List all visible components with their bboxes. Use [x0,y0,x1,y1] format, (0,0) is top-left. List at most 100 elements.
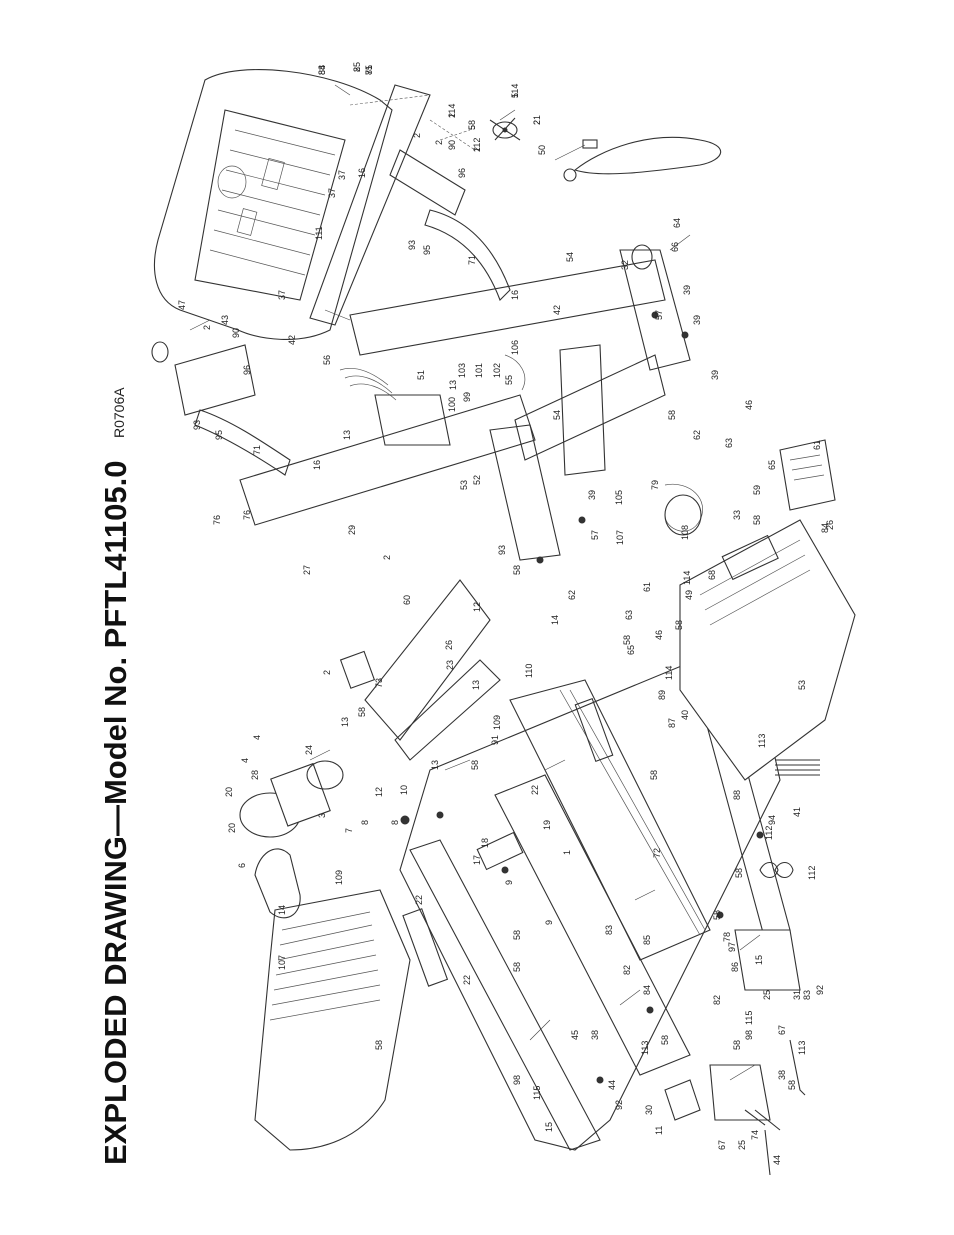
part-callout: 85 [642,935,652,945]
part-callout: 14 [277,905,287,915]
part-callout: 62 [692,430,702,440]
part-callout: 13 [448,380,458,390]
part-callout: 61 [812,440,822,450]
part-callout: 53 [459,480,469,490]
part-callout: 58 [752,515,762,525]
part-callout: 65 [626,645,636,655]
part-callout: 107 [277,955,287,970]
part-callout: 58 [512,930,522,940]
part-callout: 26 [825,520,835,530]
part-callout: 101 [474,363,484,378]
part-callout: 63 [724,438,734,448]
part-callout: 75 [364,65,374,75]
part-callout: 112 [764,826,774,840]
part-callout: 94 [767,815,777,825]
part-callout: 114 [664,666,674,680]
part-callout: 13 [471,680,481,690]
part-callout: 84 [317,65,327,75]
part-callout: 44 [607,1080,617,1090]
part-callout: 63 [624,610,634,620]
part-callout: 20 [227,823,237,833]
safety-key [563,136,722,182]
part-callout: 114 [447,104,457,118]
console-assembly [153,69,511,340]
part-callout: 13 [342,430,352,440]
part-callout: 41 [792,807,802,817]
part-callout: 55 [504,375,514,385]
part-callout: 37 [277,290,287,300]
part-callout: 56 [322,355,332,365]
part-callout: 50 [537,145,547,155]
part-callout: 78 [722,932,732,942]
part-callout: 58 [787,1080,797,1090]
part-callout: 71 [252,445,262,455]
left-upright [151,341,536,526]
part-callout: 4 [252,735,262,740]
part-callout: 68 [707,570,717,580]
part-callout: 13 [340,717,350,727]
part-callout: 61 [642,582,652,592]
wiring-harness [339,354,703,536]
part-callout: 112 [807,866,817,880]
part-callout: 58 [622,635,632,645]
part-callout: 25 [762,990,772,1000]
part-callout: 30 [644,1105,654,1115]
part-callout: 2 [532,120,542,125]
part-callout: 111 [314,226,324,240]
part-callout: 81 [364,65,374,75]
part-callout: 27 [302,565,312,575]
part-callout: 88 [317,65,327,75]
part-callout: 92 [815,985,825,995]
part-callout: 10 [399,785,409,795]
part-callout: 58 [512,962,522,972]
fan-assembly [489,117,521,141]
part-callout: 2 [382,555,392,560]
part-callout: 46 [744,400,754,410]
part-callout: 39 [692,315,702,325]
part-callout: 95 [422,245,432,255]
drive-motor [239,760,344,838]
part-callout: 58 [712,910,722,920]
part-callout: 24 [304,745,314,755]
part-callout: 109 [334,870,344,885]
part-callout: 115 [532,1086,542,1100]
part-callout: 113 [797,1041,807,1055]
part-callout: 28 [250,770,260,780]
part-callout: 88 [732,790,742,800]
part-callout: 22 [462,975,472,985]
part-callout: 3 [317,813,327,818]
part-callout: 38 [777,1070,787,1080]
part-callout: 114 [682,571,692,585]
part-callout: 21 [532,115,542,125]
part-callout: 58 [467,120,477,130]
part-callout: 62 [567,590,577,600]
part-callout: 44 [772,1155,782,1165]
end-caps [664,929,801,1131]
part-callout: 112 [472,138,482,152]
part-callout: 16 [357,168,367,178]
part-callout: 15 [754,955,764,965]
part-callout: 114 [510,84,520,98]
part-callout: 5 [510,93,520,98]
part-callout: 65 [767,460,777,470]
part-callout: 2 [472,147,482,152]
part-callout: 58 [357,707,367,717]
part-callout: 31 [792,990,802,1000]
part-callout: 67 [717,1140,727,1150]
part-callout: 110 [524,664,534,678]
part-callout: 43 [220,315,230,325]
part-callout: 58 [674,620,684,630]
part-callout: 11 [654,1126,664,1135]
motor-hood [254,889,411,1151]
part-callout: 84 [642,985,652,995]
rollers [402,698,614,987]
part-callout: 93 [497,545,507,555]
part-callout: 37 [337,170,347,180]
part-callout: 58 [512,565,522,575]
part-callout: 103 [457,363,467,378]
part-callout: 92 [614,1100,624,1110]
part-callout: 12 [374,787,384,797]
part-callout: 57 [590,530,600,540]
page-title: EXPLODED DRAWING—Model No. PFTL41105.0 [98,460,133,1165]
